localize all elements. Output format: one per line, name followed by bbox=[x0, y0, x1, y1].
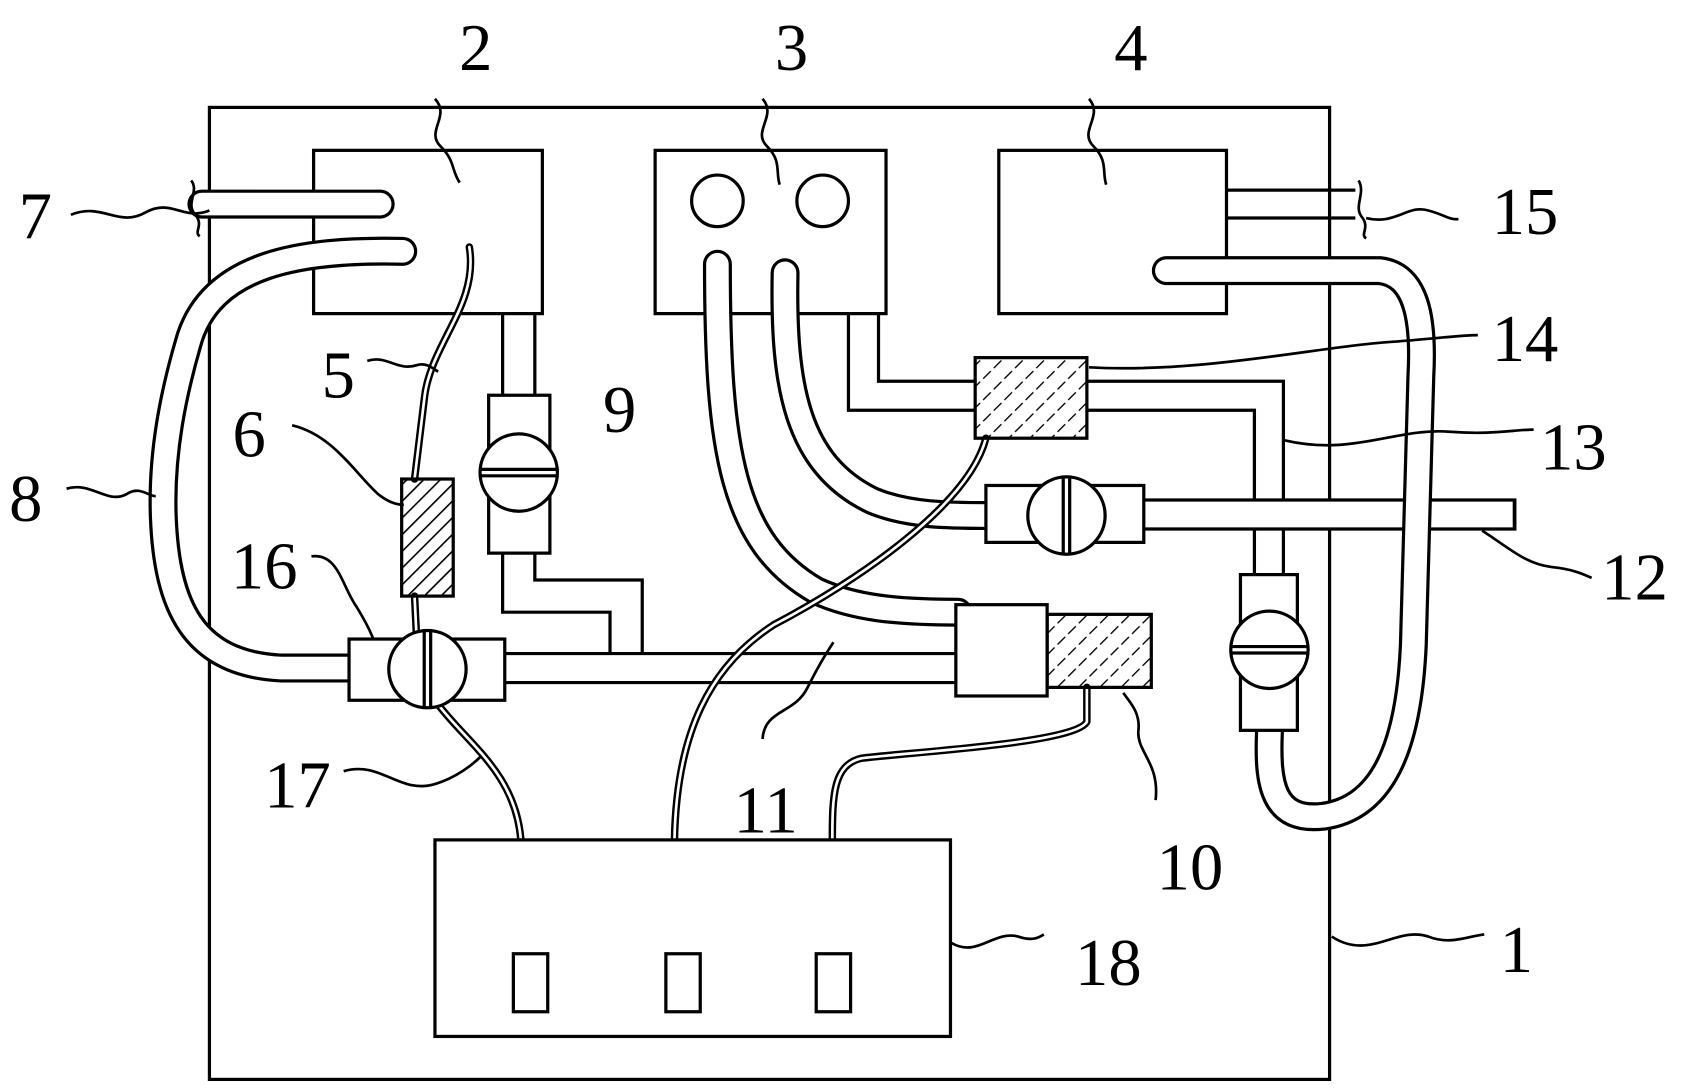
label-14: 14 bbox=[1492, 303, 1559, 376]
leader-lines bbox=[66, 97, 1593, 949]
lower-right-valve-knob bbox=[1229, 609, 1310, 691]
part-4-return-tube bbox=[1151, 256, 1436, 832]
label-9: 9 bbox=[603, 374, 636, 447]
part-12-valve bbox=[984, 475, 1146, 556]
label-13: 13 bbox=[1540, 411, 1607, 484]
label-18: 18 bbox=[1075, 927, 1142, 1000]
part-3-tube-right bbox=[770, 258, 1003, 531]
controller-indicator-2 bbox=[664, 952, 702, 1014]
label-10: 10 bbox=[1157, 831, 1224, 904]
upper-left-valve bbox=[478, 393, 560, 555]
part-3-port-left bbox=[690, 173, 745, 229]
label-6: 6 bbox=[233, 398, 266, 471]
label-15: 15 bbox=[1492, 176, 1559, 249]
part-15-pipe bbox=[1226, 188, 1356, 220]
part-6-sensor bbox=[400, 477, 455, 598]
lower-right-valve bbox=[1229, 572, 1310, 732]
label-1: 1 bbox=[1500, 914, 1533, 987]
part-12-valve-knob bbox=[1026, 475, 1107, 556]
label-8: 8 bbox=[9, 463, 42, 536]
part-4-box bbox=[997, 148, 1229, 316]
label-3: 3 bbox=[775, 12, 808, 85]
part-14-sensor bbox=[973, 356, 1089, 440]
part-18-controller bbox=[433, 838, 953, 1039]
part-2-box bbox=[311, 148, 544, 316]
part-13-pipe bbox=[1086, 379, 1286, 500]
box-2-outlet-pipe bbox=[501, 313, 537, 396]
part-14-wire bbox=[670, 434, 990, 844]
controller-indicator-1 bbox=[511, 952, 550, 1014]
controller-indicator-3 bbox=[814, 952, 853, 1014]
label-11: 11 bbox=[734, 774, 798, 847]
label-2: 2 bbox=[459, 12, 492, 85]
part-17-wire bbox=[431, 696, 525, 844]
part-11-tube-left bbox=[702, 249, 973, 627]
part-16-valve bbox=[347, 628, 507, 710]
upper-left-valve-knob bbox=[478, 432, 560, 513]
part-8-tube bbox=[148, 236, 418, 683]
part-10-sensor bbox=[1045, 612, 1153, 689]
label-12: 12 bbox=[1601, 541, 1668, 614]
part-3-port-right bbox=[795, 173, 851, 229]
part-12-pipe bbox=[1138, 498, 1517, 531]
label-5: 5 bbox=[322, 339, 355, 412]
part-3-to-14-pipe bbox=[846, 313, 976, 412]
label-7: 7 bbox=[19, 180, 52, 253]
label-17: 17 bbox=[264, 750, 331, 823]
part-9-pipe bbox=[501, 553, 644, 655]
part-16-valve-knob bbox=[387, 628, 468, 710]
lower-right-valve-pipe bbox=[1252, 529, 1286, 575]
main-pipe-joint bbox=[954, 603, 1049, 698]
label-16: 16 bbox=[231, 531, 298, 604]
label-4: 4 bbox=[1114, 12, 1147, 85]
part-10-wire bbox=[828, 683, 1091, 844]
